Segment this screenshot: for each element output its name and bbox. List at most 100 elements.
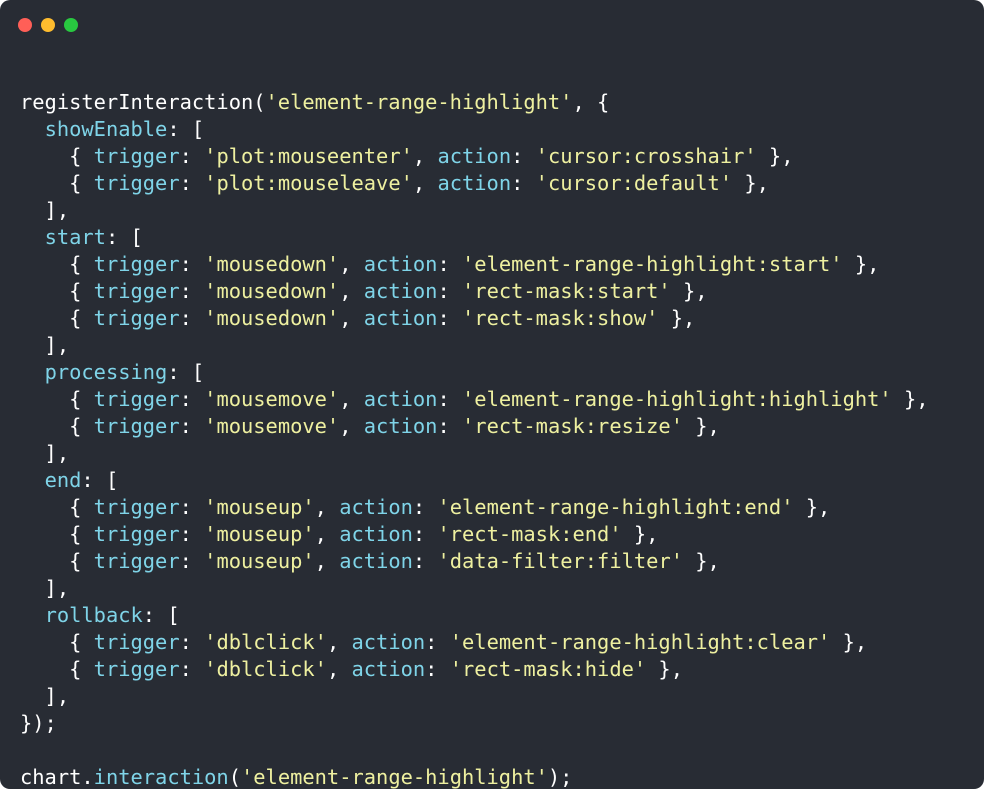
code-line: { trigger: 'mousedown', action: 'rect-ma…	[20, 305, 929, 332]
code-text: :	[179, 144, 205, 168]
code-string: 'mousedown'	[204, 306, 340, 330]
code-text: ,	[412, 144, 438, 168]
code-text: :	[179, 387, 205, 411]
code-text: {	[20, 387, 94, 411]
code-text: {	[20, 657, 94, 681]
code-keyword: action	[351, 630, 426, 654]
code-text: },	[756, 144, 794, 168]
code-text: :	[179, 549, 205, 573]
code-text: {	[20, 252, 94, 276]
code-line: showEnable: [	[20, 116, 929, 143]
code-text: },	[830, 630, 868, 654]
code-string: 'rect-mask:end'	[437, 522, 622, 546]
code-text: :	[437, 387, 463, 411]
code-text: :	[425, 657, 450, 681]
code-text: {	[20, 144, 94, 168]
code-line: start: [	[20, 224, 929, 251]
window-titlebar	[0, 0, 984, 50]
code-line: { trigger: 'dblclick', action: 'element-…	[20, 629, 929, 656]
code-keyword: trigger	[93, 279, 180, 303]
minimize-button[interactable]	[41, 18, 55, 32]
code-text: {	[20, 522, 94, 546]
code-text: ,	[326, 657, 352, 681]
code-keyword: trigger	[93, 495, 180, 519]
code-text: :	[511, 171, 536, 195]
code-string: 'mousedown'	[204, 252, 340, 276]
code-keyword: trigger	[93, 630, 180, 654]
code-text: : [	[167, 360, 205, 384]
code-line: ],	[20, 332, 929, 359]
code-keyword: trigger	[93, 549, 180, 573]
code-keyword: action	[363, 387, 438, 411]
code-string: 'plot:mouseenter'	[204, 144, 413, 168]
code-text: :	[179, 657, 205, 681]
code-keyword: trigger	[93, 414, 180, 438]
code-line: ​	[20, 62, 929, 89]
code-text: ],	[20, 333, 70, 357]
code-keyword: processing	[44, 360, 168, 384]
code-text: },	[683, 414, 720, 438]
code-text: : [	[81, 468, 119, 492]
code-text: (	[228, 765, 241, 789]
code-line: end: [	[20, 467, 929, 494]
code-line: processing: [	[20, 359, 929, 386]
close-button[interactable]	[18, 18, 32, 32]
code-line: { trigger: 'plot:mouseleave', action: 'c…	[20, 170, 929, 197]
code-keyword: trigger	[93, 171, 180, 195]
code-text: :	[437, 414, 463, 438]
code-text: ],	[20, 684, 70, 708]
code-text: {	[20, 495, 94, 519]
code-text: },	[793, 495, 831, 519]
code-string: 'cursor:default'	[535, 171, 733, 195]
code-text: },	[658, 306, 696, 330]
code-text: : [	[167, 117, 205, 141]
code-string: 'mousemove'	[204, 387, 340, 411]
code-text: :	[511, 144, 536, 168]
code-text: ,	[339, 279, 364, 303]
code-string: 'mouseup'	[204, 522, 315, 546]
code-keyword: rollback	[44, 603, 143, 627]
code-keyword: trigger	[93, 522, 180, 546]
code-text: :	[425, 630, 450, 654]
code-keyword: action	[363, 306, 438, 330]
code-text: },	[732, 171, 769, 195]
code-text: :	[179, 171, 205, 195]
code-text	[20, 603, 45, 627]
code-keyword: action	[437, 144, 512, 168]
code-text: ],	[20, 441, 70, 465]
code-text: :	[437, 279, 463, 303]
code-string: 'cursor:crosshair'	[535, 144, 757, 168]
code-line: ],	[20, 683, 929, 710]
code-text: ,	[314, 549, 340, 573]
code-string: 'plot:mouseleave'	[204, 171, 413, 195]
code-line: { trigger: 'mousemove', action: 'element…	[20, 386, 928, 413]
code-text: , {	[572, 90, 610, 114]
code-keyword: interaction	[93, 765, 229, 789]
code-string: 'dblclick'	[204, 657, 327, 681]
code-text: ,	[314, 522, 340, 546]
code-text	[20, 468, 45, 492]
zoom-button[interactable]	[64, 18, 78, 32]
code-string: 'mouseup'	[204, 495, 315, 519]
code-text: {	[20, 279, 94, 303]
code-keyword: trigger	[93, 306, 180, 330]
code-text: });	[20, 711, 57, 735]
code-line: chart.interaction('element-range-highlig…	[20, 764, 929, 789]
code-line: { trigger: 'mouseup', action: 'data-filt…	[20, 548, 929, 575]
code-text: {	[20, 414, 94, 438]
code-string: 'element-range-highlight:highlight'	[462, 387, 892, 411]
code-text: :	[179, 279, 205, 303]
code-text: {	[20, 549, 94, 573]
code-keyword: trigger	[93, 144, 180, 168]
code-keyword: action	[339, 522, 413, 546]
code-keyword: trigger	[93, 387, 180, 411]
code-text: ,	[412, 171, 438, 195]
code-text: {	[20, 306, 94, 330]
code-text: ,	[339, 306, 364, 330]
code-keyword: action	[363, 414, 438, 438]
code-text: ],	[20, 198, 70, 222]
code-string: 'element-range-highlight:clear'	[449, 630, 831, 654]
code-line: ],	[20, 440, 929, 467]
code-text	[20, 360, 45, 384]
